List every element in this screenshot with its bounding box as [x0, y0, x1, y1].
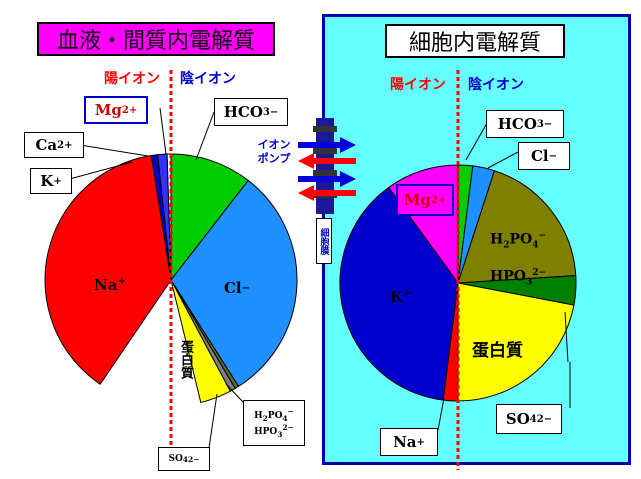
- membrane-pump: [313, 118, 337, 214]
- right-title: 細胞内電解質: [385, 24, 565, 58]
- right-cl-label: Cl−: [518, 142, 570, 170]
- left-na-label: Na+: [94, 276, 126, 294]
- right-anion-heading: 陰イオン: [468, 77, 524, 93]
- right-phosphate-label: H2PO4− HPO32−: [490, 231, 547, 288]
- left-protein-label: 蛋白質: [178, 340, 193, 379]
- right-na-label: Na+: [380, 428, 438, 456]
- right-protein-label: 蛋白質: [472, 341, 523, 361]
- ion-pump-label: イオン ポンプ: [257, 138, 291, 165]
- left-protein-slice: [170, 279, 231, 404]
- right-protein-slice: [457, 282, 575, 402]
- left-hco3-slice: [170, 153, 249, 282]
- cell-membrane-text: 細胞膜: [318, 227, 329, 255]
- left-phosphate-label: H2PO4− HPO32−: [243, 400, 305, 446]
- left-leader-lines: [65, 107, 244, 449]
- right-phosphate-slice: [457, 170, 577, 284]
- right-leader-lines: [437, 122, 571, 431]
- left-cl-label: Cl−: [223, 279, 251, 297]
- pump-arrows: [298, 137, 356, 201]
- right-k-label: K+: [390, 288, 412, 306]
- right-title-text: 細胞内電解質: [408, 31, 541, 56]
- right-k-slice: [339, 186, 459, 401]
- left-cation-heading: 陽イオン: [104, 71, 160, 87]
- right-cation-heading: 陽イオン: [390, 77, 446, 93]
- left-title-text: 血液・間質内電解質: [56, 29, 255, 54]
- left-cl-slice: [170, 179, 298, 388]
- left-anion-heading: 陰イオン: [180, 71, 236, 87]
- left-k-label: K+: [30, 168, 72, 194]
- right-pie-chart: [339, 164, 577, 402]
- cell-membrane-label: 細胞膜: [316, 218, 332, 264]
- left-title: 血液・間質内電解質: [37, 22, 275, 56]
